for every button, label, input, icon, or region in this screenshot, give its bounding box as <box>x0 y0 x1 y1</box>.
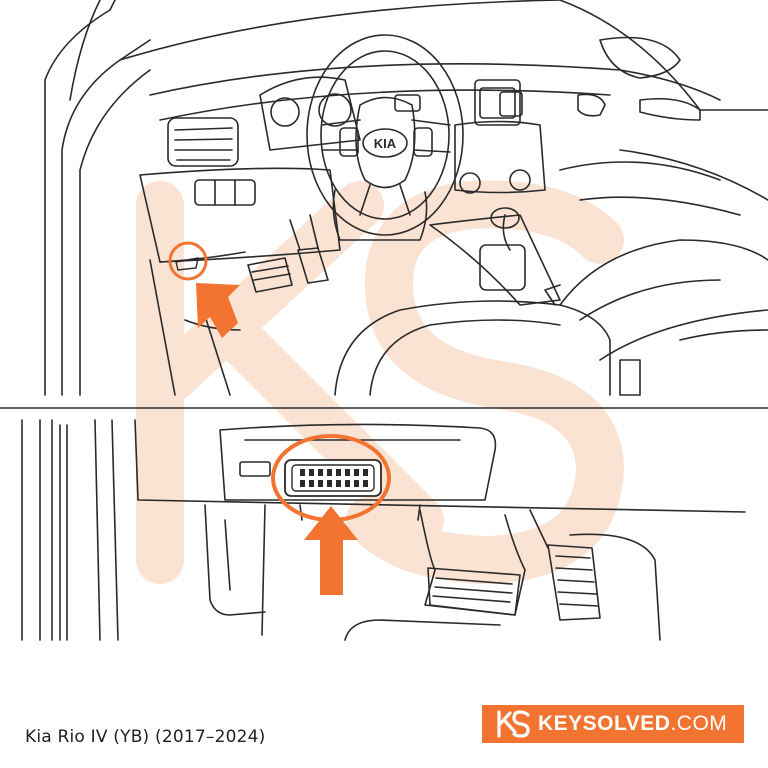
brand-tld: .COM <box>670 712 728 735</box>
brand-name: KEYSOLVED <box>538 712 671 735</box>
obd-port-marker-overview <box>168 241 208 281</box>
steering-wheel-badge: KIA <box>374 136 397 151</box>
arrow-diagonal-icon <box>196 283 240 338</box>
keysolved-logo-icon <box>497 710 530 738</box>
cabin-overview-illustration <box>44 0 768 396</box>
arrow-up-icon <box>304 506 358 595</box>
vehicle-caption: Kia Rio IV (YB) (2017–2024) <box>25 727 266 747</box>
brand-badge: KEYSOLVED.COM <box>482 705 744 743</box>
brand-wordmark: KEYSOLVED.COM <box>538 712 727 736</box>
